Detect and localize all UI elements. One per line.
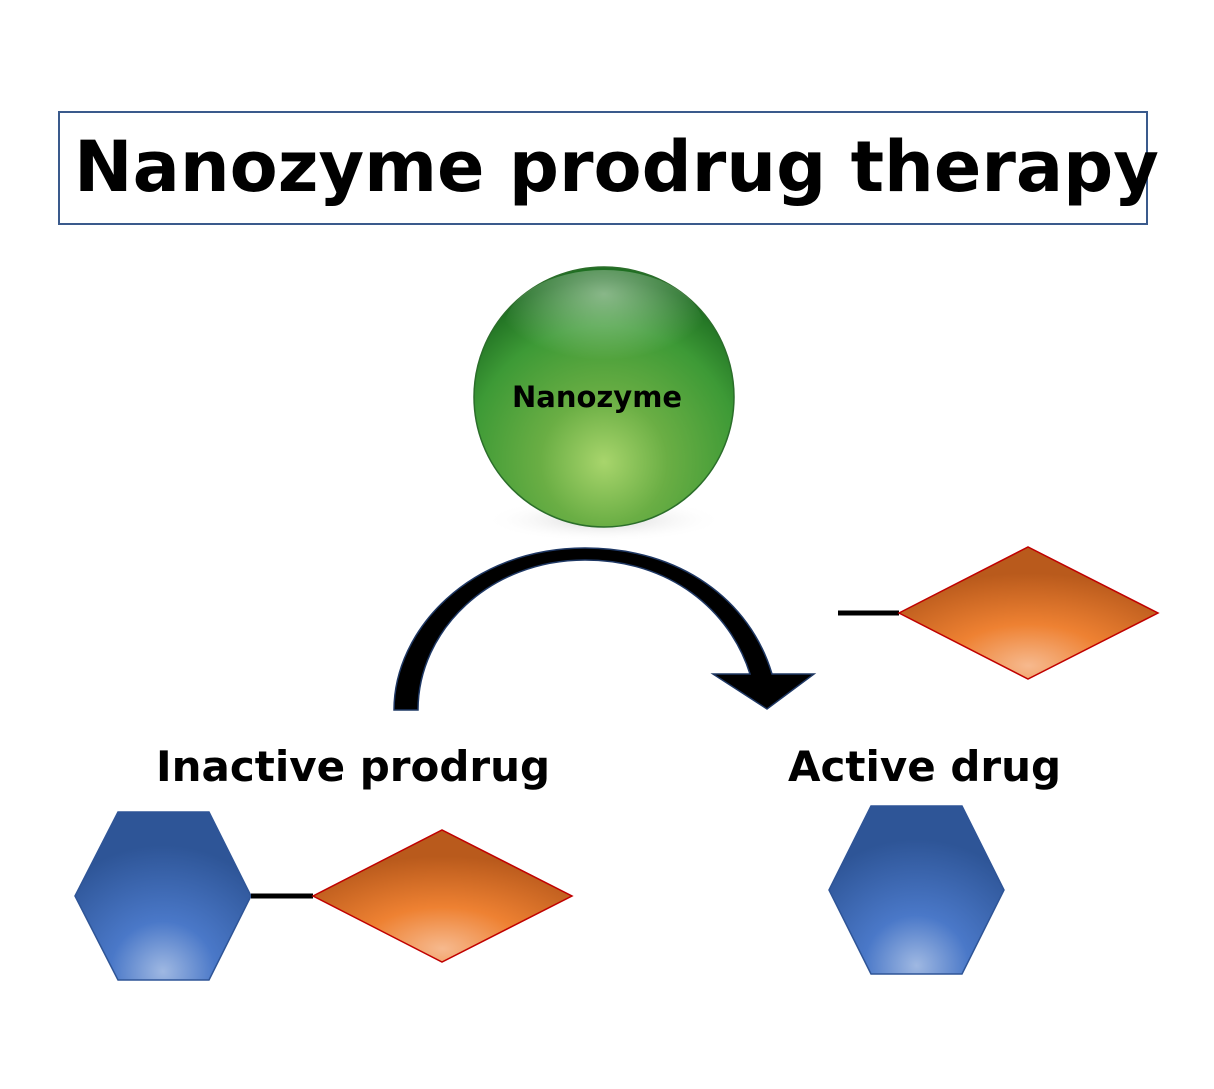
released-moiety: [838, 546, 1160, 680]
nanozyme-sphere-icon: [473, 266, 735, 542]
curved-arrow-icon: [393, 547, 817, 711]
orange-diamond-icon: [311, 829, 574, 963]
orange-diamond-icon: [897, 546, 1160, 680]
active-drug-label: Active drug: [788, 742, 1062, 791]
nanozyme-label: Nanozyme: [512, 380, 683, 414]
sphere-highlight: [504, 270, 704, 390]
blue-hexagon-icon: [828, 805, 1005, 975]
blue-hexagon-icon: [74, 811, 252, 981]
title-frame: [58, 111, 1148, 225]
prodrug-molecule: [74, 811, 574, 981]
prodrug-label: Inactive prodrug: [156, 742, 551, 791]
page-title: Nanozyme prodrug therapy: [74, 126, 1159, 208]
